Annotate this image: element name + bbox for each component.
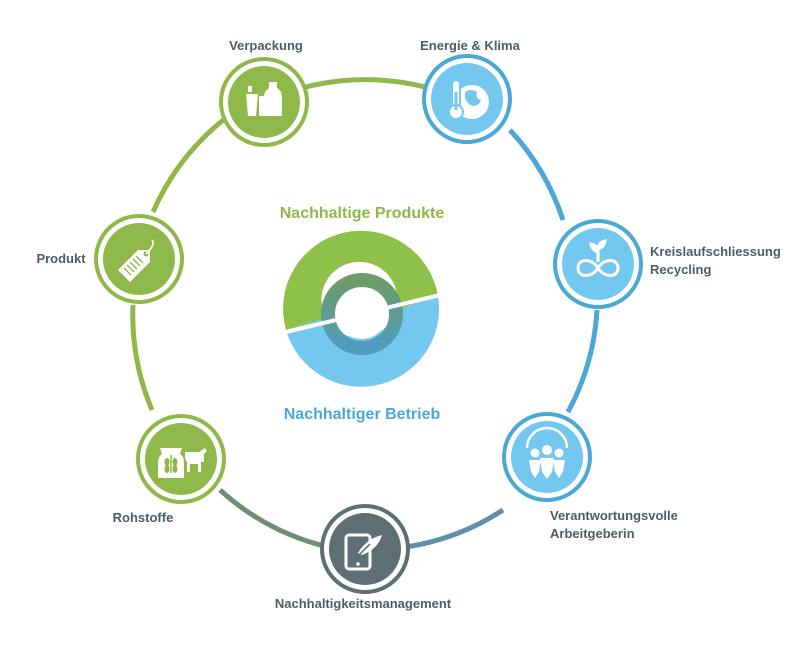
ring-center-hole — [337, 289, 387, 339]
node-verpackung[interactable]: Verpackung — [219, 38, 309, 147]
packaging-icon — [246, 82, 282, 116]
connector-kreislauf-verantwortung — [565, 309, 600, 414]
node-kreislaufschliessung[interactable]: Kreislaufschliessung Recycling — [553, 219, 781, 309]
node-label-energie: Energie & Klima — [420, 38, 520, 53]
node-rohstoffe[interactable]: Rohstoffe — [113, 414, 226, 525]
center-top-label: Nachhaltige Produkte — [280, 205, 445, 222]
connector-rohstoffe-produkt — [130, 304, 155, 411]
node-energie-klima[interactable]: Energie & Klima — [420, 38, 521, 144]
recycling-infinity-icon — [576, 239, 620, 277]
node-label-kreislauf-1: Kreislaufschliessung — [650, 244, 781, 259]
grain-cow-icon — [158, 448, 207, 478]
node-label-verantwortung-2: Arbeitgeberin — [550, 526, 635, 541]
connector-verpackung-energie — [301, 77, 426, 91]
tablet-leaf-icon — [344, 533, 382, 571]
price-tag-icon — [118, 239, 155, 282]
thermometer-globe-icon — [448, 79, 489, 120]
node-nachhaltigkeitsmanagement[interactable]: Nachhaltigkeitsmanagement — [275, 504, 452, 611]
center-ring — [283, 230, 441, 387]
cycle-connectors — [130, 77, 600, 550]
connector-energie-kreislauf — [508, 128, 566, 221]
connector-verantwortung-management — [405, 507, 505, 550]
node-label-management: Nachhaltigkeitsmanagement — [275, 596, 452, 611]
node-produkt[interactable]: Produkt — [36, 214, 184, 304]
people-icon — [525, 426, 569, 479]
connector-management-rohstoffe — [218, 488, 325, 549]
node-label-rohstoffe: Rohstoffe — [113, 510, 174, 525]
center-bottom-label: Nachhaltiger Betrieb — [284, 406, 441, 423]
ring-inner-band — [321, 273, 403, 355]
connector-produkt-verpackung — [150, 115, 229, 214]
node-label-kreislauf-2: Recycling — [650, 262, 711, 277]
node-verantwortung[interactable]: Verantwortungsvolle Arbeitgeberin — [502, 412, 678, 541]
node-label-produkt: Produkt — [36, 251, 86, 266]
node-label-verpackung: Verpackung — [229, 38, 303, 53]
node-label-verantwortung-1: Verantwortungsvolle — [550, 508, 678, 523]
